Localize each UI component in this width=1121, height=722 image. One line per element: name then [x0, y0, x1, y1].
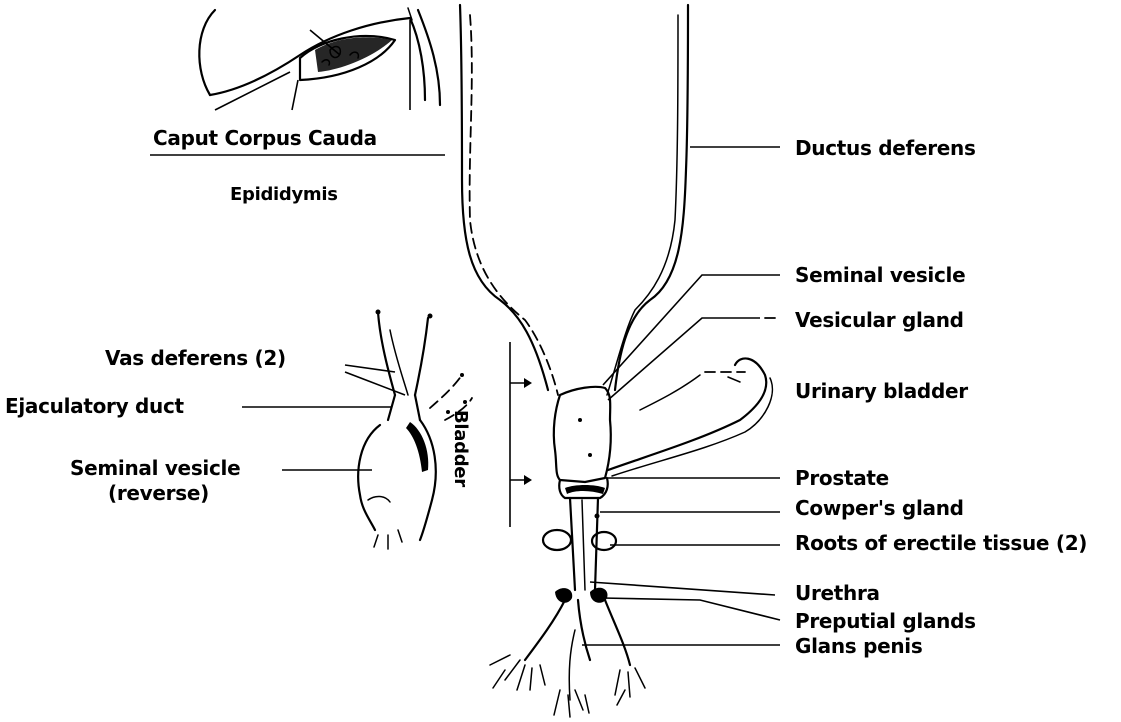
epididymis-label: Epididymis [230, 184, 338, 205]
main-tract-illustration [460, 5, 772, 717]
caput-corpus-cauda-label: Caput Corpus Cauda [153, 126, 377, 150]
cowpers-gland-label: Cowper's gland [795, 496, 964, 520]
reverse-label: (reverse) [108, 481, 209, 505]
right-leader-lines [582, 147, 780, 645]
prostate-label: Prostate [795, 466, 889, 490]
preputial-glands-label: Preputial glands [795, 609, 976, 633]
ejaculatory-duct-label: Ejaculatory duct [5, 394, 185, 418]
vesicular-gland-label: Vesicular gland [795, 308, 964, 332]
urinary-bladder-label: Urinary bladder [795, 379, 968, 403]
vas-deferens-label: Vas deferens (2) [105, 346, 286, 370]
ductus-deferens-label: Ductus deferens [795, 136, 976, 160]
glans-penis-label: Glans penis [795, 634, 922, 658]
roots-erectile-tissue-label: Roots of erectile tissue (2) [795, 531, 1087, 555]
bladder-vertical-label: Bladder [450, 410, 471, 487]
seminal-vesicle-label: Seminal vesicle [795, 263, 965, 287]
seminal-vesicle-reverse-label: Seminal vesicle [70, 456, 240, 480]
urethra-label: Urethra [795, 581, 880, 605]
